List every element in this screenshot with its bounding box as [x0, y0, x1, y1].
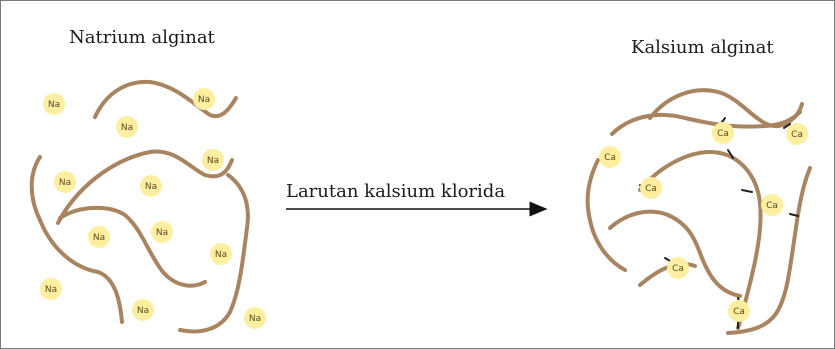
- svg-text:Na: Na: [198, 95, 210, 105]
- svg-text:Ca: Ca: [717, 129, 729, 139]
- svg-text:Na: Na: [156, 228, 168, 238]
- sodium-ions: Na Na Na Na Na Na Na Na Na Na Na Na: [40, 88, 266, 329]
- na-ion: Na: [140, 175, 162, 197]
- strand: [650, 90, 802, 126]
- ca-ion: Ca: [667, 257, 689, 279]
- na-ion: Na: [210, 243, 232, 265]
- na-ion: Na: [40, 278, 62, 300]
- svg-text:Na: Na: [215, 250, 227, 260]
- na-ion: Na: [43, 93, 65, 115]
- strand: [612, 112, 800, 134]
- na-ion: Na: [88, 226, 110, 248]
- na-ion: Na: [193, 88, 215, 110]
- svg-text:Na: Na: [59, 178, 71, 188]
- ca-ion: Ca: [712, 122, 734, 144]
- svg-text:Na: Na: [249, 314, 261, 324]
- na-ion: Na: [244, 307, 266, 329]
- ca-ion: Ca: [728, 300, 750, 322]
- strand: [610, 212, 740, 296]
- svg-text:Na: Na: [145, 182, 157, 192]
- sodium-alginate-strands: [32, 82, 248, 332]
- svg-text:Na: Na: [45, 285, 57, 295]
- svg-text:Ca: Ca: [645, 184, 657, 194]
- crosslink-bonds: [605, 118, 798, 328]
- svg-text:Ca: Ca: [672, 264, 684, 274]
- svg-text:Na: Na: [137, 306, 149, 316]
- na-ion: Na: [151, 221, 173, 243]
- svg-text:Ca: Ca: [766, 201, 778, 211]
- svg-text:Na: Na: [48, 100, 60, 110]
- na-ion: Na: [54, 171, 76, 193]
- na-ion: Na: [132, 299, 154, 321]
- ca-ion: Ca: [599, 146, 621, 168]
- svg-text:Ca: Ca: [791, 130, 803, 140]
- na-ion: Na: [202, 149, 224, 171]
- ca-ion: Ca: [786, 123, 808, 145]
- svg-text:Ca: Ca: [733, 307, 745, 317]
- strand: [588, 160, 625, 270]
- crosslink-bond: [742, 190, 752, 192]
- svg-text:Na: Na: [121, 123, 133, 133]
- ca-ion: Ca: [640, 177, 662, 199]
- na-ion: Na: [116, 116, 138, 138]
- svg-text:Na: Na: [207, 156, 219, 166]
- ca-ion: Ca: [761, 194, 783, 216]
- strand: [60, 208, 205, 286]
- svg-text:Ca: Ca: [604, 153, 616, 163]
- svg-text:Na: Na: [93, 233, 105, 243]
